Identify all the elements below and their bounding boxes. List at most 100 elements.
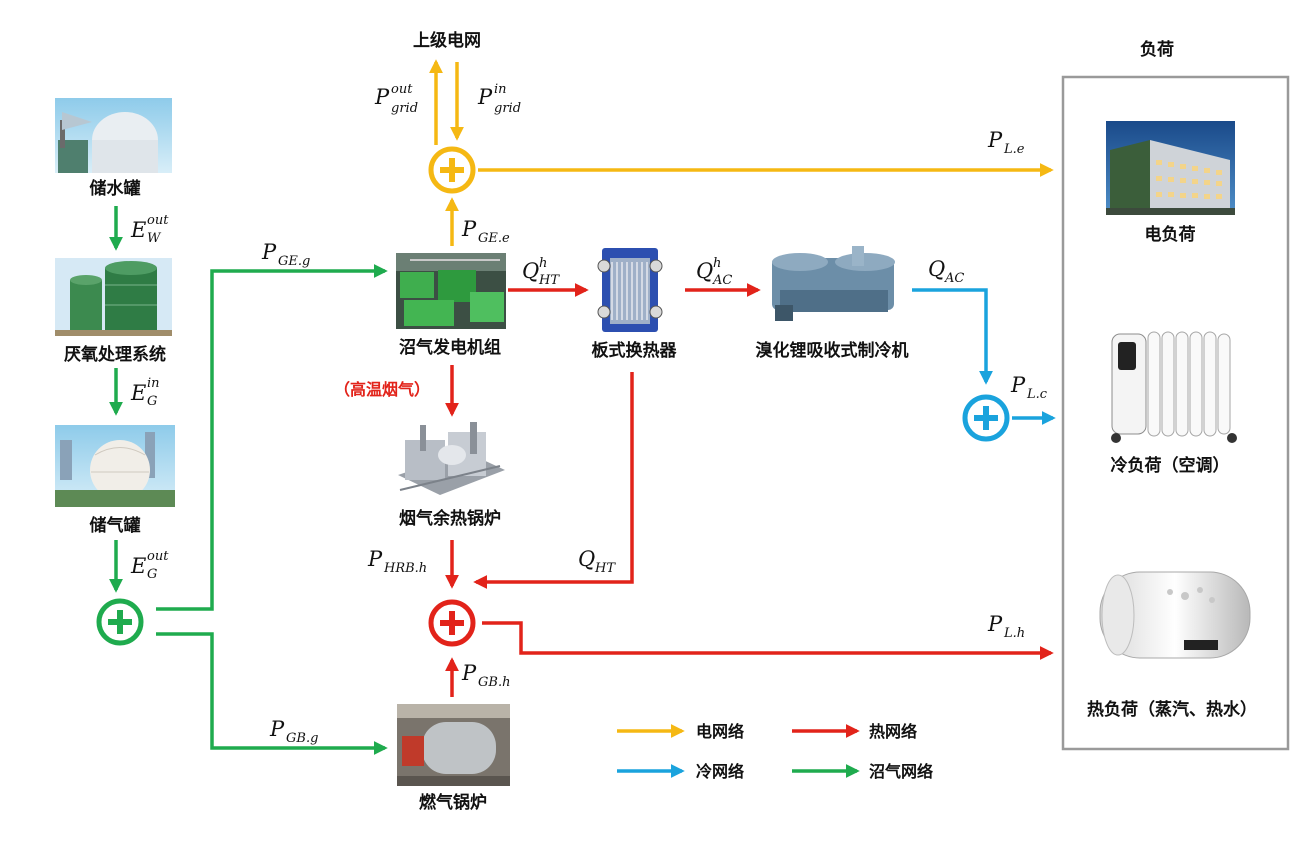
svg-text:P: P	[461, 661, 477, 685]
legend: 电网络 热网络 冷网络 沼气网络	[617, 722, 933, 781]
svg-text:E: E	[130, 381, 146, 405]
svg-text:out: out	[147, 213, 169, 228]
svg-text:h: h	[713, 256, 721, 271]
var-q-ac: Q AC	[928, 257, 964, 286]
flow-ge-g	[156, 264, 388, 611]
water-tank-label: 储水罐	[90, 178, 141, 199]
flow-gb-g	[156, 632, 388, 755]
svg-text:Q: Q	[928, 257, 945, 281]
cold-node	[962, 394, 1010, 442]
heat-load-label: 热负荷（蒸汽、热水）	[1087, 699, 1257, 720]
svg-text:out: out	[391, 82, 413, 97]
svg-text:L.h: L.h	[1003, 626, 1025, 641]
svg-text:in: in	[147, 376, 160, 391]
electric-node	[428, 146, 476, 194]
legend-cold-label: 冷网络	[696, 762, 744, 781]
svg-text:G: G	[147, 567, 157, 582]
var-q-ht-h: Q h HT	[522, 256, 560, 288]
svg-text:E: E	[130, 218, 146, 242]
load-box	[1061, 75, 1290, 751]
legend-electric-label: 电网络	[696, 722, 744, 741]
svg-text:E: E	[130, 554, 146, 578]
elec-load-label: 电负荷	[1145, 224, 1196, 245]
water-tank-photo	[55, 98, 172, 173]
hrb-label: 烟气余热锅炉	[399, 508, 501, 529]
anaerobic-label: 厌氧处理系统	[64, 344, 166, 365]
svg-text:AC: AC	[712, 273, 732, 288]
var-p-ge-g: P GE.g	[261, 240, 310, 269]
gas-holder-photo	[55, 425, 175, 507]
water-heater-photo	[1099, 571, 1251, 659]
flow-q-ht	[473, 372, 634, 589]
plate-heat-exchanger-photo	[597, 248, 663, 332]
svg-text:HT: HT	[538, 273, 560, 288]
var-p-lc: P L.c	[1010, 373, 1048, 402]
svg-text:h: h	[539, 256, 547, 271]
legend-gas-label: 沼气网络	[869, 762, 933, 781]
svg-text:P: P	[367, 547, 383, 571]
absorption-chiller-photo	[772, 246, 895, 321]
chiller-label: 溴化锂吸收式制冷机	[756, 340, 909, 361]
svg-text:P: P	[987, 128, 1003, 152]
svg-text:grid: grid	[391, 101, 418, 116]
var-p-grid-out: P out grid	[374, 82, 418, 116]
svg-text:GE.g: GE.g	[278, 254, 310, 269]
svg-text:Q: Q	[522, 259, 539, 283]
flow-q-ac	[912, 288, 993, 385]
load-title: 负荷	[1140, 39, 1174, 60]
biogas-gen-label: 沼气发电机组	[399, 337, 501, 358]
gas-tank-label: 储气罐	[90, 515, 141, 536]
var-e-w-out: E out W	[130, 213, 169, 246]
var-q-ac-h: Q h AC	[696, 256, 732, 288]
svg-text:P: P	[269, 717, 285, 741]
gas-node	[96, 598, 144, 646]
svg-text:in: in	[494, 82, 507, 97]
svg-text:AC: AC	[944, 271, 964, 286]
var-p-lh: P L.h	[987, 612, 1025, 641]
svg-text:P: P	[987, 612, 1003, 636]
oil-heater-photo	[1111, 331, 1237, 443]
legend-heat-label: 热网络	[869, 722, 917, 741]
office-building-photo	[1106, 121, 1235, 215]
svg-text:GB.g: GB.g	[286, 731, 318, 746]
var-p-le: P L.e	[987, 128, 1025, 157]
svg-text:Q: Q	[578, 547, 595, 571]
waste-heat-boiler-render	[398, 422, 505, 495]
var-p-ge-e: P GE.e	[461, 217, 510, 246]
grid-label: 上级电网	[413, 30, 481, 51]
svg-text:L.e: L.e	[1003, 142, 1025, 157]
var-p-gb-g: P GB.g	[269, 717, 318, 746]
cold-load-label: 冷负荷（空调）	[1111, 455, 1230, 476]
plate-hx-label: 板式换热器	[592, 340, 678, 361]
var-e-g-in: E in G	[130, 376, 160, 409]
heat-node	[428, 599, 476, 647]
flue-gas-label: （高温烟气）	[334, 380, 430, 399]
svg-text:P: P	[1010, 373, 1026, 397]
var-e-g-out: E out G	[130, 549, 169, 582]
svg-text:W: W	[147, 231, 162, 246]
svg-text:P: P	[261, 240, 277, 264]
gas-boiler-photo	[397, 704, 510, 786]
anaerobic-tank-photo	[55, 258, 172, 336]
svg-text:G: G	[147, 394, 157, 409]
svg-text:Q: Q	[696, 259, 713, 283]
var-q-ht: Q HT	[578, 547, 616, 576]
svg-text:HRB.h: HRB.h	[383, 561, 427, 576]
generator-set-photo	[396, 253, 506, 329]
svg-text:P: P	[461, 217, 477, 241]
svg-text:out: out	[147, 549, 169, 564]
gas-boiler-label: 燃气锅炉	[419, 792, 487, 813]
svg-text:P: P	[477, 85, 493, 109]
var-p-grid-in: P in grid	[477, 82, 521, 116]
var-p-hrb-h: P HRB.h	[367, 547, 427, 576]
svg-text:HT: HT	[594, 561, 616, 576]
var-p-gb-h: P GB.h	[461, 661, 510, 690]
flow-heat-load	[482, 621, 1054, 660]
svg-text:L.c: L.c	[1026, 387, 1048, 402]
svg-text:P: P	[374, 85, 390, 109]
svg-text:GE.e: GE.e	[478, 231, 510, 246]
svg-text:GB.h: GB.h	[478, 675, 510, 690]
svg-text:grid: grid	[494, 101, 521, 116]
